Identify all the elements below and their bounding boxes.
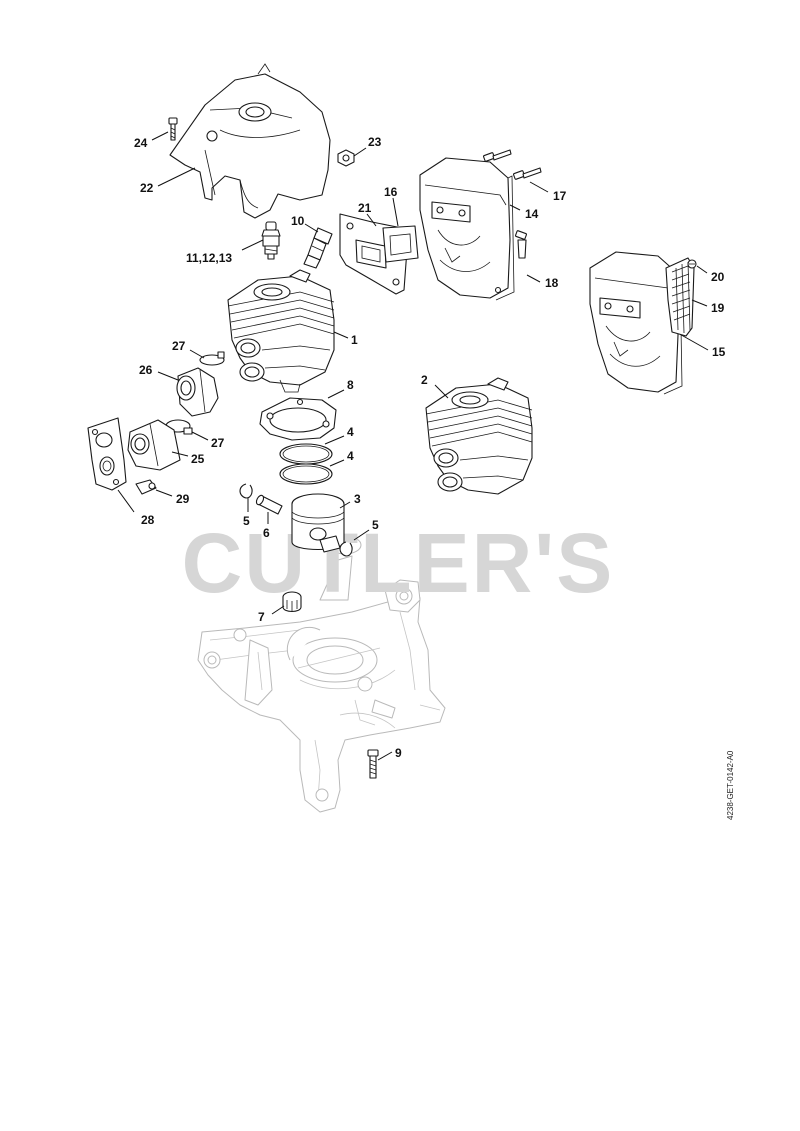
callout-25[interactable]: 25 — [191, 452, 205, 466]
callout-1[interactable]: 1 — [351, 333, 358, 347]
part-needle-cage[interactable] — [282, 591, 302, 613]
part-cylinder-1[interactable] — [227, 269, 335, 393]
part-cylinder-gasket[interactable] — [259, 397, 337, 441]
part-screw-9[interactable] — [367, 749, 379, 779]
leader-17 — [529, 181, 549, 193]
drawing-id: 4238-GET-0142-A0 — [726, 750, 735, 820]
callout-21[interactable]: 21 — [358, 201, 372, 215]
part-circlip-right[interactable] — [339, 541, 353, 557]
part-cylinder-2[interactable] — [425, 377, 533, 495]
leader-27a — [189, 349, 205, 359]
callout-28[interactable]: 28 — [141, 513, 155, 527]
part-carburetor-plate[interactable] — [87, 417, 127, 491]
part-piston-pin[interactable] — [255, 494, 283, 515]
callout-27a[interactable]: 27 — [172, 339, 186, 353]
callout-26[interactable]: 26 — [139, 363, 153, 377]
callout-19[interactable]: 19 — [711, 301, 725, 315]
part-plug-29[interactable] — [135, 479, 157, 495]
part-spark-plug[interactable] — [261, 221, 281, 260]
leader-23 — [353, 147, 367, 157]
leader-18 — [526, 274, 541, 283]
leader-19 — [691, 299, 708, 307]
leader-2 — [434, 384, 449, 399]
part-intake-manifold[interactable] — [176, 367, 219, 417]
part-cylinder-shroud[interactable] — [169, 63, 331, 219]
leader-27b — [191, 431, 209, 441]
leader-29 — [155, 489, 173, 497]
part-hose-clamp-top[interactable] — [199, 351, 225, 366]
leader-22 — [157, 167, 196, 187]
part-circlip-left[interactable] — [239, 483, 253, 499]
part-decompression-valve[interactable] — [303, 227, 333, 269]
part-spark-screen[interactable] — [665, 257, 695, 337]
callout-6[interactable]: 6 — [263, 526, 270, 540]
callout-22[interactable]: 22 — [140, 181, 154, 195]
leader-4b — [329, 459, 345, 467]
part-piston-ring-a[interactable] — [279, 443, 333, 465]
watermark-text: CUTLER'S — [182, 516, 615, 610]
leader-1 — [333, 331, 349, 339]
part-screw-17a[interactable] — [483, 149, 512, 162]
part-screw-18[interactable] — [515, 230, 527, 259]
leader-10 — [304, 223, 319, 233]
part-muffler-15[interactable] — [589, 251, 683, 395]
part-muffler-gasket[interactable] — [382, 225, 419, 263]
callout-7[interactable]: 7 — [258, 610, 265, 624]
leader-3 — [339, 501, 351, 509]
leader-25 — [171, 451, 189, 457]
callout-24[interactable]: 24 — [134, 136, 148, 150]
leader-5b — [353, 529, 370, 541]
callout-5b[interactable]: 5 — [372, 518, 379, 532]
leader-4a — [324, 435, 345, 445]
part-piston[interactable] — [291, 493, 345, 553]
leader-26 — [157, 371, 179, 381]
callout-20[interactable]: 20 — [711, 270, 725, 284]
leader-24 — [151, 131, 169, 141]
part-screw-24[interactable] — [168, 117, 178, 141]
crankcase-housing — [197, 535, 446, 813]
callout-15[interactable]: 15 — [712, 345, 726, 359]
callout-23[interactable]: 23 — [368, 135, 382, 149]
callout-14[interactable]: 14 — [525, 207, 539, 221]
callout-18[interactable]: 18 — [545, 276, 559, 290]
callout-16[interactable]: 16 — [384, 185, 398, 199]
callout-4a[interactable]: 4 — [347, 425, 354, 439]
part-piston-ring-b[interactable] — [279, 463, 333, 485]
leader-9 — [377, 751, 393, 761]
part-screw-17b[interactable] — [513, 167, 542, 180]
callout-11-12-13[interactable]: 11,12,13 — [186, 251, 232, 265]
leader-11 — [241, 239, 264, 251]
leader-20 — [696, 265, 708, 274]
leader-16 — [392, 197, 399, 227]
callout-17[interactable]: 17 — [553, 189, 567, 203]
callout-4b[interactable]: 4 — [347, 449, 354, 463]
part-nut-23[interactable] — [337, 149, 355, 167]
leader-8 — [327, 389, 345, 399]
callout-9[interactable]: 9 — [395, 746, 402, 760]
leader-28 — [117, 489, 135, 513]
leader-14 — [509, 204, 521, 211]
callout-2[interactable]: 2 — [421, 373, 428, 387]
callout-27b[interactable]: 27 — [211, 436, 225, 450]
leader-7 — [271, 605, 285, 615]
part-screw-20[interactable] — [687, 259, 697, 269]
callout-3[interactable]: 3 — [354, 492, 361, 506]
leader-21 — [366, 213, 377, 227]
callout-5a[interactable]: 5 — [243, 514, 250, 528]
part-intake-flange[interactable] — [127, 419, 181, 471]
callout-29[interactable]: 29 — [176, 492, 190, 506]
callout-8[interactable]: 8 — [347, 378, 354, 392]
part-muffler-14[interactable] — [419, 157, 515, 301]
callout-10[interactable]: 10 — [291, 214, 305, 228]
